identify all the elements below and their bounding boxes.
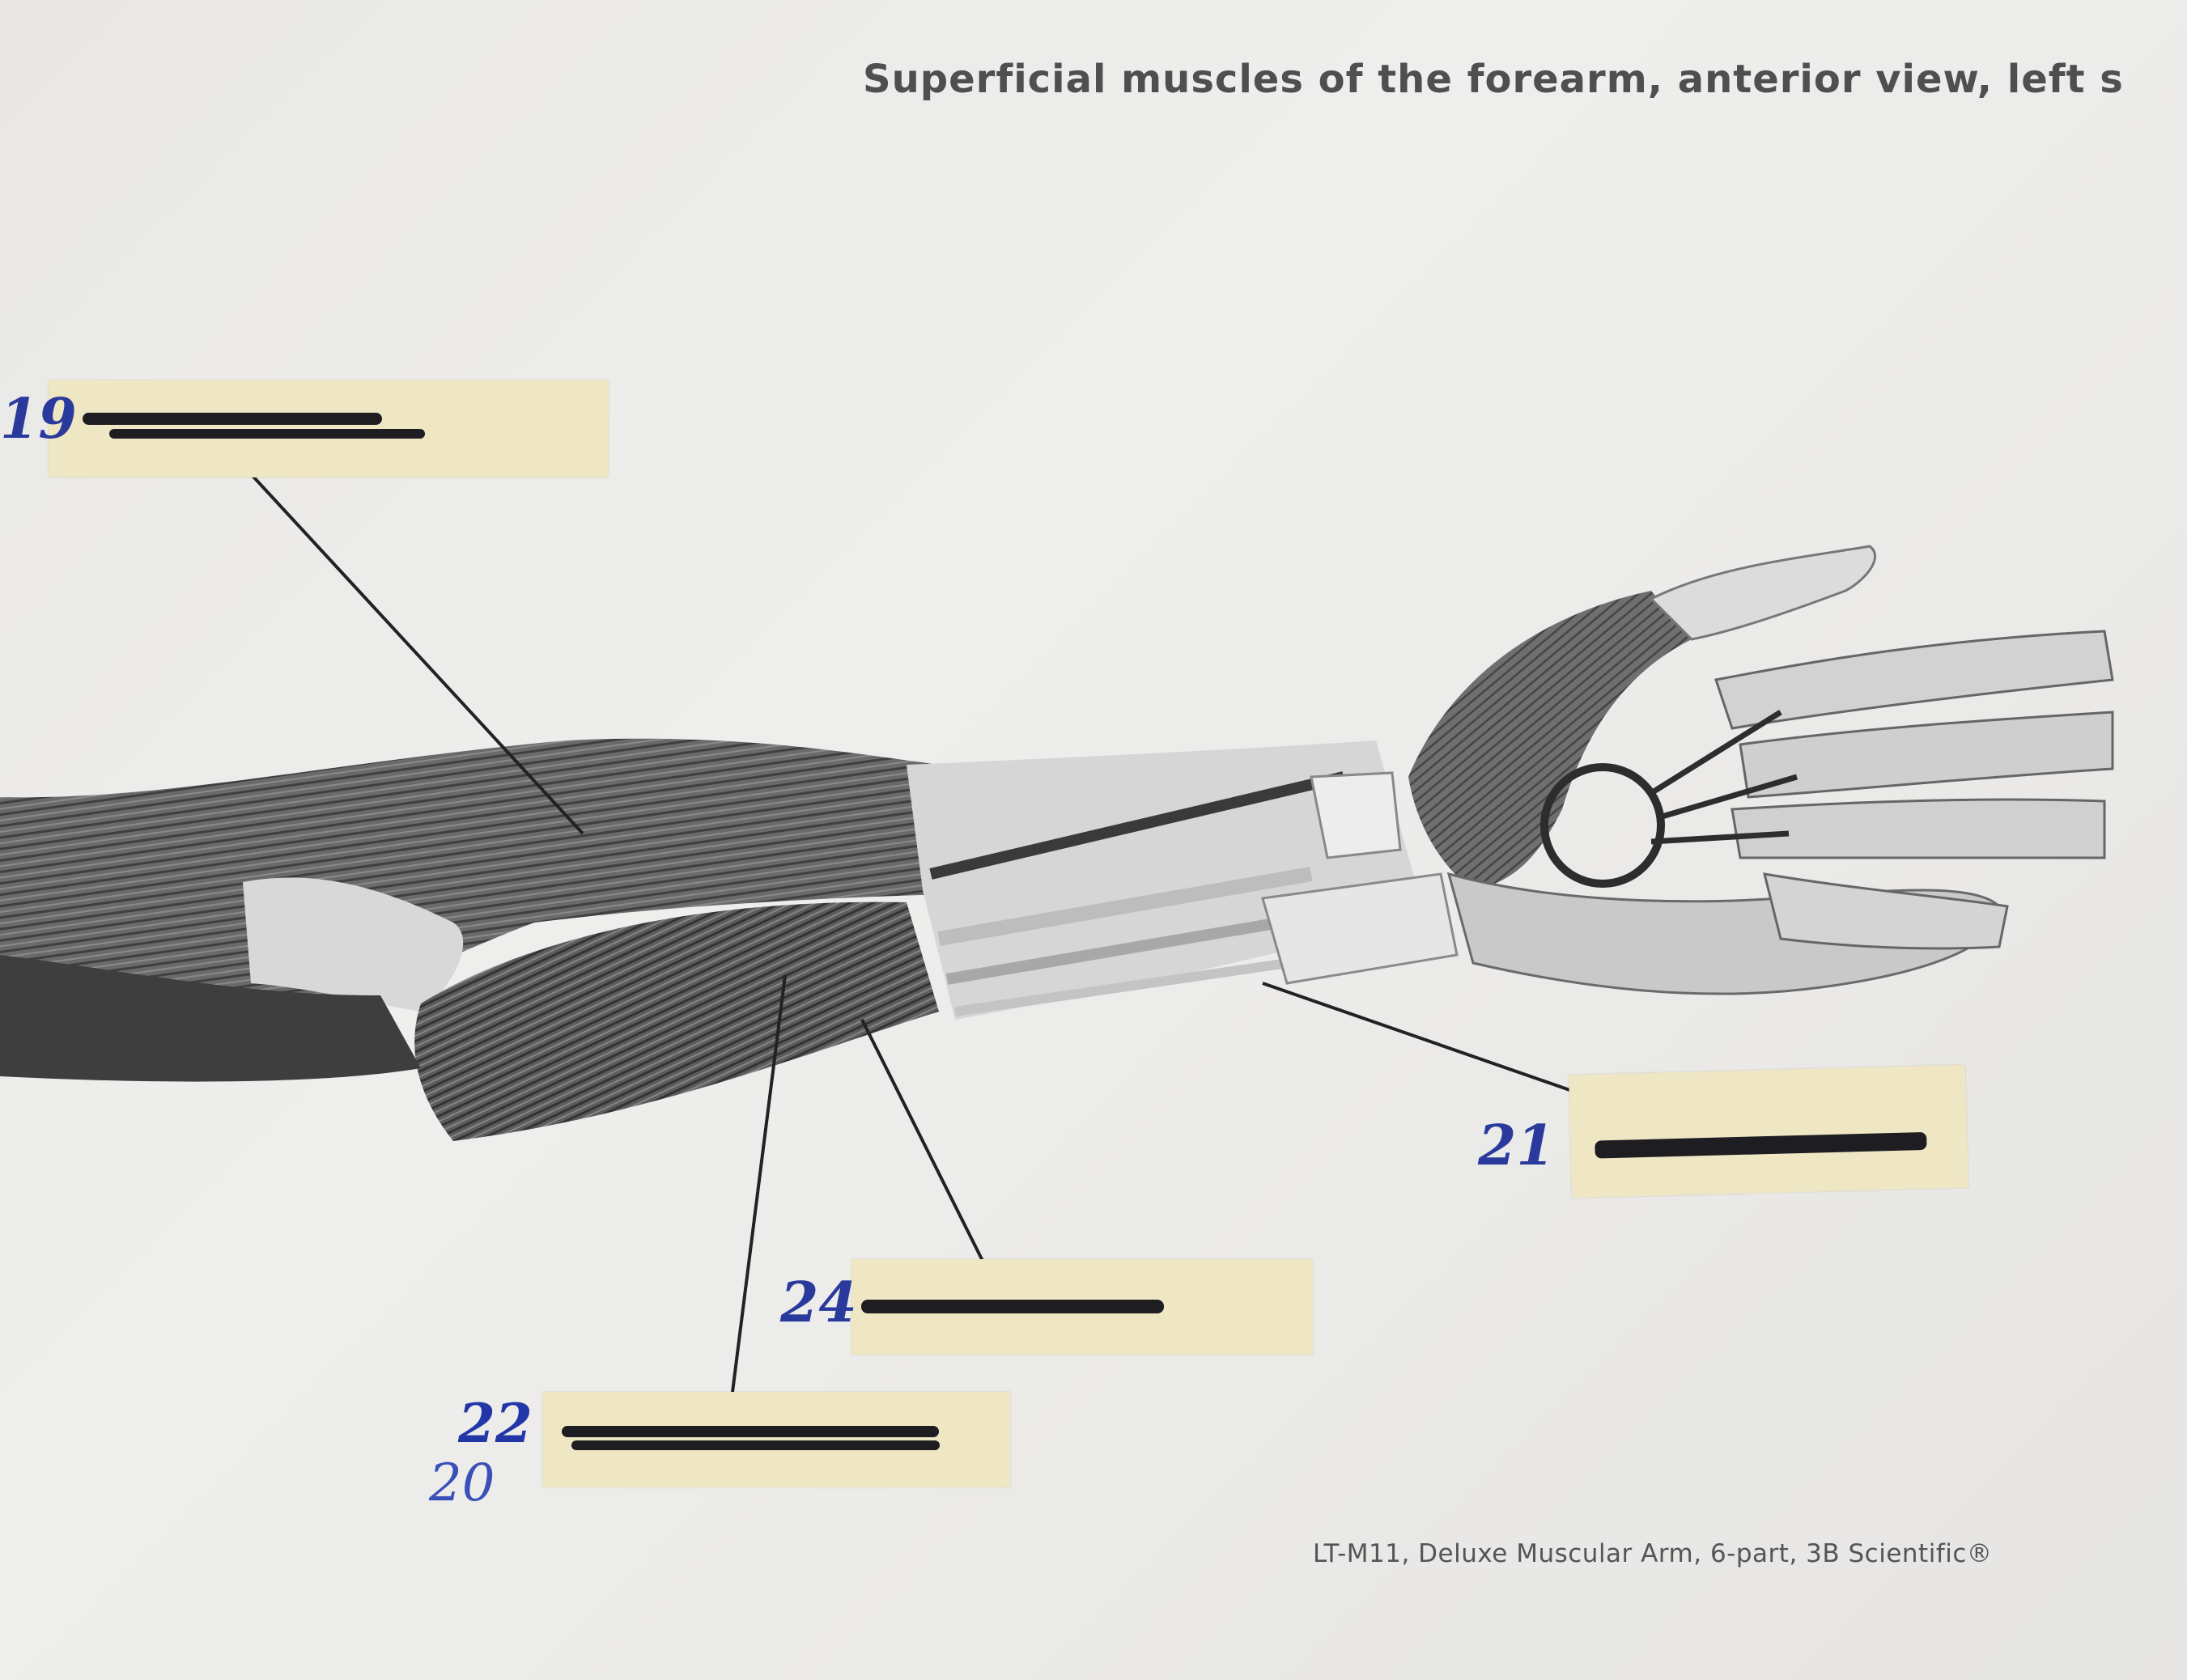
redaction-mark	[861, 1300, 1164, 1313]
forearm-flexor-group	[414, 902, 939, 1141]
label-number-22-struck: 22	[458, 1392, 533, 1455]
label-number-21: 21	[1478, 1114, 1555, 1178]
label-tape-20	[542, 1392, 1010, 1487]
thenar-eminence	[1408, 591, 1692, 890]
label-number-19: 19	[0, 387, 77, 452]
label-tape-21	[1569, 1064, 1968, 1198]
thumb	[1649, 545, 1876, 641]
label-tape-24	[851, 1259, 1313, 1355]
footer-caption: LT-M11, Deluxe Muscular Arm, 6-part, 3B …	[1313, 1539, 1993, 1568]
elbow-region	[243, 877, 464, 1012]
leader-line-19	[251, 474, 584, 835]
diagram-title: Superficial muscles of the forearm, ante…	[863, 57, 2125, 102]
finger-ring	[1730, 798, 2106, 859]
flexor-retinaculum	[1261, 872, 1459, 985]
finger-index	[1714, 630, 2114, 730]
finger-middle	[1739, 711, 2114, 799]
redaction-mark	[562, 1426, 939, 1437]
brachioradialis	[219, 749, 939, 902]
leader-line-20	[731, 974, 787, 1393]
distal-forearm	[907, 740, 1425, 1020]
redaction-mark	[571, 1440, 940, 1450]
leader-line-24	[860, 1019, 985, 1263]
label-tape-19	[49, 380, 609, 477]
redaction-mark	[109, 429, 425, 439]
label-number-20: 20	[429, 1453, 495, 1513]
flexor-belly-lower	[0, 955, 421, 1082]
finger-little	[1762, 872, 2009, 950]
redaction-mark	[83, 413, 382, 425]
redaction-mark	[1595, 1131, 1927, 1159]
label-number-24: 24	[780, 1271, 857, 1335]
